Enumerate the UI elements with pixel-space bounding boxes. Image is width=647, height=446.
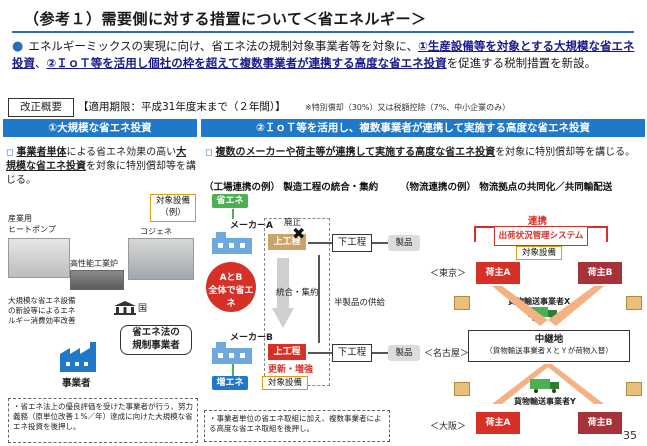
shipping-system-box: 出荷状況管理システム [494, 226, 588, 246]
upper-process-b: 上工程 [268, 344, 306, 360]
upper-process-a: 上工程 [268, 234, 306, 250]
right-note-text: 事業者単位の省エネ取組に加え、複数事業者による高度な省エネ取組を後押し。 [209, 414, 382, 433]
desc-bold: 大規模な省エネ投資 [6, 147, 187, 172]
maker-a-label: メーカーA [230, 221, 273, 231]
energy-increase-badge: 増エネ [212, 376, 248, 390]
abolish-label: 廃止 [284, 218, 302, 228]
carrier-x-label: 貨物輸送事業者X [508, 297, 571, 306]
down-arrow-connector [232, 209, 234, 219]
relay-sub-label: （貨物輸送事業者ＸとＹが荷物入替） [485, 346, 613, 355]
integrate-arrow-icon [272, 258, 294, 328]
equip-heatpump-label: 産業用 ヒートポンプ [8, 214, 56, 234]
cogen-image [128, 238, 194, 280]
section-header-large-investment: ①大規模な省エネ投資 [3, 119, 197, 137]
process-arrow [372, 242, 388, 244]
process-arrow [308, 352, 332, 354]
summary-text: 、 [35, 56, 47, 70]
relay-label: 中継地 [534, 334, 564, 345]
page-number: 35 [623, 429, 637, 442]
desc-bold: 事業者単体 [16, 147, 67, 158]
maker-b-label: メーカーB [230, 333, 273, 343]
desc-text: による省エネ効果の高い [66, 147, 177, 158]
summary-highlight-2: ②ＩｏＴ等を活用し個社の枠を超えて複数事業者が連携する高度な省エネ投資 [46, 56, 447, 70]
package-icon [454, 296, 470, 310]
left-bottom-note: ・省エネ法上の優良評価を受けた事業者が行う、努力義務（原単位改善１%／年）達成に… [8, 398, 198, 443]
osaka-label: ＜大阪＞ [430, 422, 467, 432]
regulated-business-box: 省エネ法の 規制事業者 [120, 325, 192, 355]
scale-note: 大規模な省エネ設備の新設等によるエネルギー消費効率改善 [8, 296, 76, 325]
section-header-iot-investment: ②ＩｏＴ等を活用し、複数事業者が連携して実施する高度な省エネ投資 [201, 119, 645, 137]
carrier-y-label: 貨物輸送事業者Y [514, 397, 576, 406]
package-icon [626, 296, 642, 310]
integrate-label: 統合・集約 [276, 288, 319, 298]
summary-text: エネルギーミックスの実現に向け、省エネ法の規制対象事業者等を対象に、 [28, 39, 419, 53]
target-equipment-tag: 対象設備 （例） [150, 194, 196, 222]
period-note: ※特別償却（30%）又は税額控除（7%、中小企業のみ） [305, 103, 511, 112]
target-equipment-tag-logistics: 対象設備 [516, 246, 562, 260]
application-period: 【適用期限：平成31年度末まで（２年間）】 [78, 101, 286, 113]
right-bottom-note: ・事業者単位の省エネ取組に加え、複数事業者による高度な省エネ取組を後押し。 [204, 410, 390, 442]
nagoya-label: ＜名古屋＞ [424, 349, 470, 359]
ab-total-energy-save: AとB 全体で省エネ [206, 262, 256, 312]
equip-cogen-label: コジェネ [140, 227, 172, 236]
page-title: （参考１）需要側に対する措置について＜省エネルギー＞ [24, 10, 427, 28]
bullet-icon: ● [12, 39, 24, 54]
note-bullet-icon: ・ [209, 414, 217, 423]
truck-y-icon [530, 378, 560, 393]
left-description: ◻事業者単体による省エネ効果の高い大規模な省エネ投資を対象に特別償却等を講じる。 [6, 146, 196, 188]
summary-highlight-1: ①生産設備等を対象とする大規模な省エネ投資 [12, 39, 635, 70]
government-building-icon [114, 300, 136, 315]
lower-process-b: 下工程 [332, 344, 372, 362]
target-equipment-tag-factory: 対象設備 [262, 376, 308, 390]
shipper-a-tokyo: 荷主A [476, 262, 520, 284]
desc-text: を対象に特別償却等を講じる。 [495, 147, 636, 158]
right-description: ◻複数のメーカーや荷主等が連携して実施する高度な省エネ投資を対象に特別償却等を講… [205, 146, 645, 160]
desc-bold: 複数のメーカーや荷主等が連携して実施する高度な省エネ投資 [215, 147, 496, 158]
process-arrow [372, 352, 388, 354]
semi-supply-arrow [318, 255, 320, 343]
link-label: 連携 [528, 216, 548, 227]
business-label: 事業者 [62, 378, 91, 389]
up-arrow-connector [232, 364, 234, 376]
title-underline [12, 31, 634, 33]
energy-save-badge: 省エネ [212, 194, 248, 208]
shipper-b-osaka: 荷主B [578, 412, 622, 434]
desc-text: を対象に特別償却等を講じる。 [6, 161, 196, 186]
factory-icon [60, 342, 106, 372]
converging-arrows [488, 286, 608, 326]
main-summary: ● エネルギーミックスの実現に向け、省エネ法の規制対象事業者等を対象に、①生産設備… [12, 38, 637, 88]
square-bullet-icon: ◻ [6, 148, 14, 158]
summary-text: を促進する税制措置を新設。 [446, 56, 597, 70]
shipper-b-tokyo: 荷主B [578, 262, 622, 284]
product-a: 製品 [388, 235, 420, 251]
left-note-text: 省エネ法上の優良評価を受けた事業者が行う、努力義務（原単位改善１%／年）達成に向… [13, 402, 193, 431]
country-label: 国 [138, 304, 148, 314]
process-arrow [308, 242, 332, 244]
square-bullet-icon: ◻ [205, 148, 213, 158]
reform-overview-label: 改正概要 [8, 98, 74, 117]
diverging-arrows [488, 364, 608, 404]
logistics-example-title: （物流連携の例） 物流拠点の共同化／共同輸配送 [400, 182, 613, 193]
maker-b-building-icon [212, 342, 252, 364]
furnace-image [70, 270, 124, 290]
heatpump-image [8, 238, 70, 278]
package-icon [454, 382, 470, 396]
semi-supply-label: 半製品の供給 [334, 298, 386, 308]
abolish-x-icon: ✖ [292, 224, 306, 243]
note-bullet-icon: ・ [13, 402, 21, 411]
renew-enhance-label: 更新・増強 [268, 365, 314, 375]
package-icon [626, 382, 642, 396]
relay-station-box: 中継地 （貨物輸送事業者ＸとＹが荷物入替） [468, 330, 630, 362]
lower-process-a: 下工程 [332, 234, 372, 252]
equip-furnace-label: 高性能工業炉 [70, 259, 118, 268]
product-b: 製品 [388, 345, 420, 361]
tokyo-label: ＜東京＞ [430, 269, 467, 279]
maker-a-building-icon [212, 232, 252, 254]
factory-example-title: （工場連携の例） 製造工程の統合・集約 [204, 182, 379, 193]
shipper-a-osaka: 荷主A [476, 412, 520, 434]
